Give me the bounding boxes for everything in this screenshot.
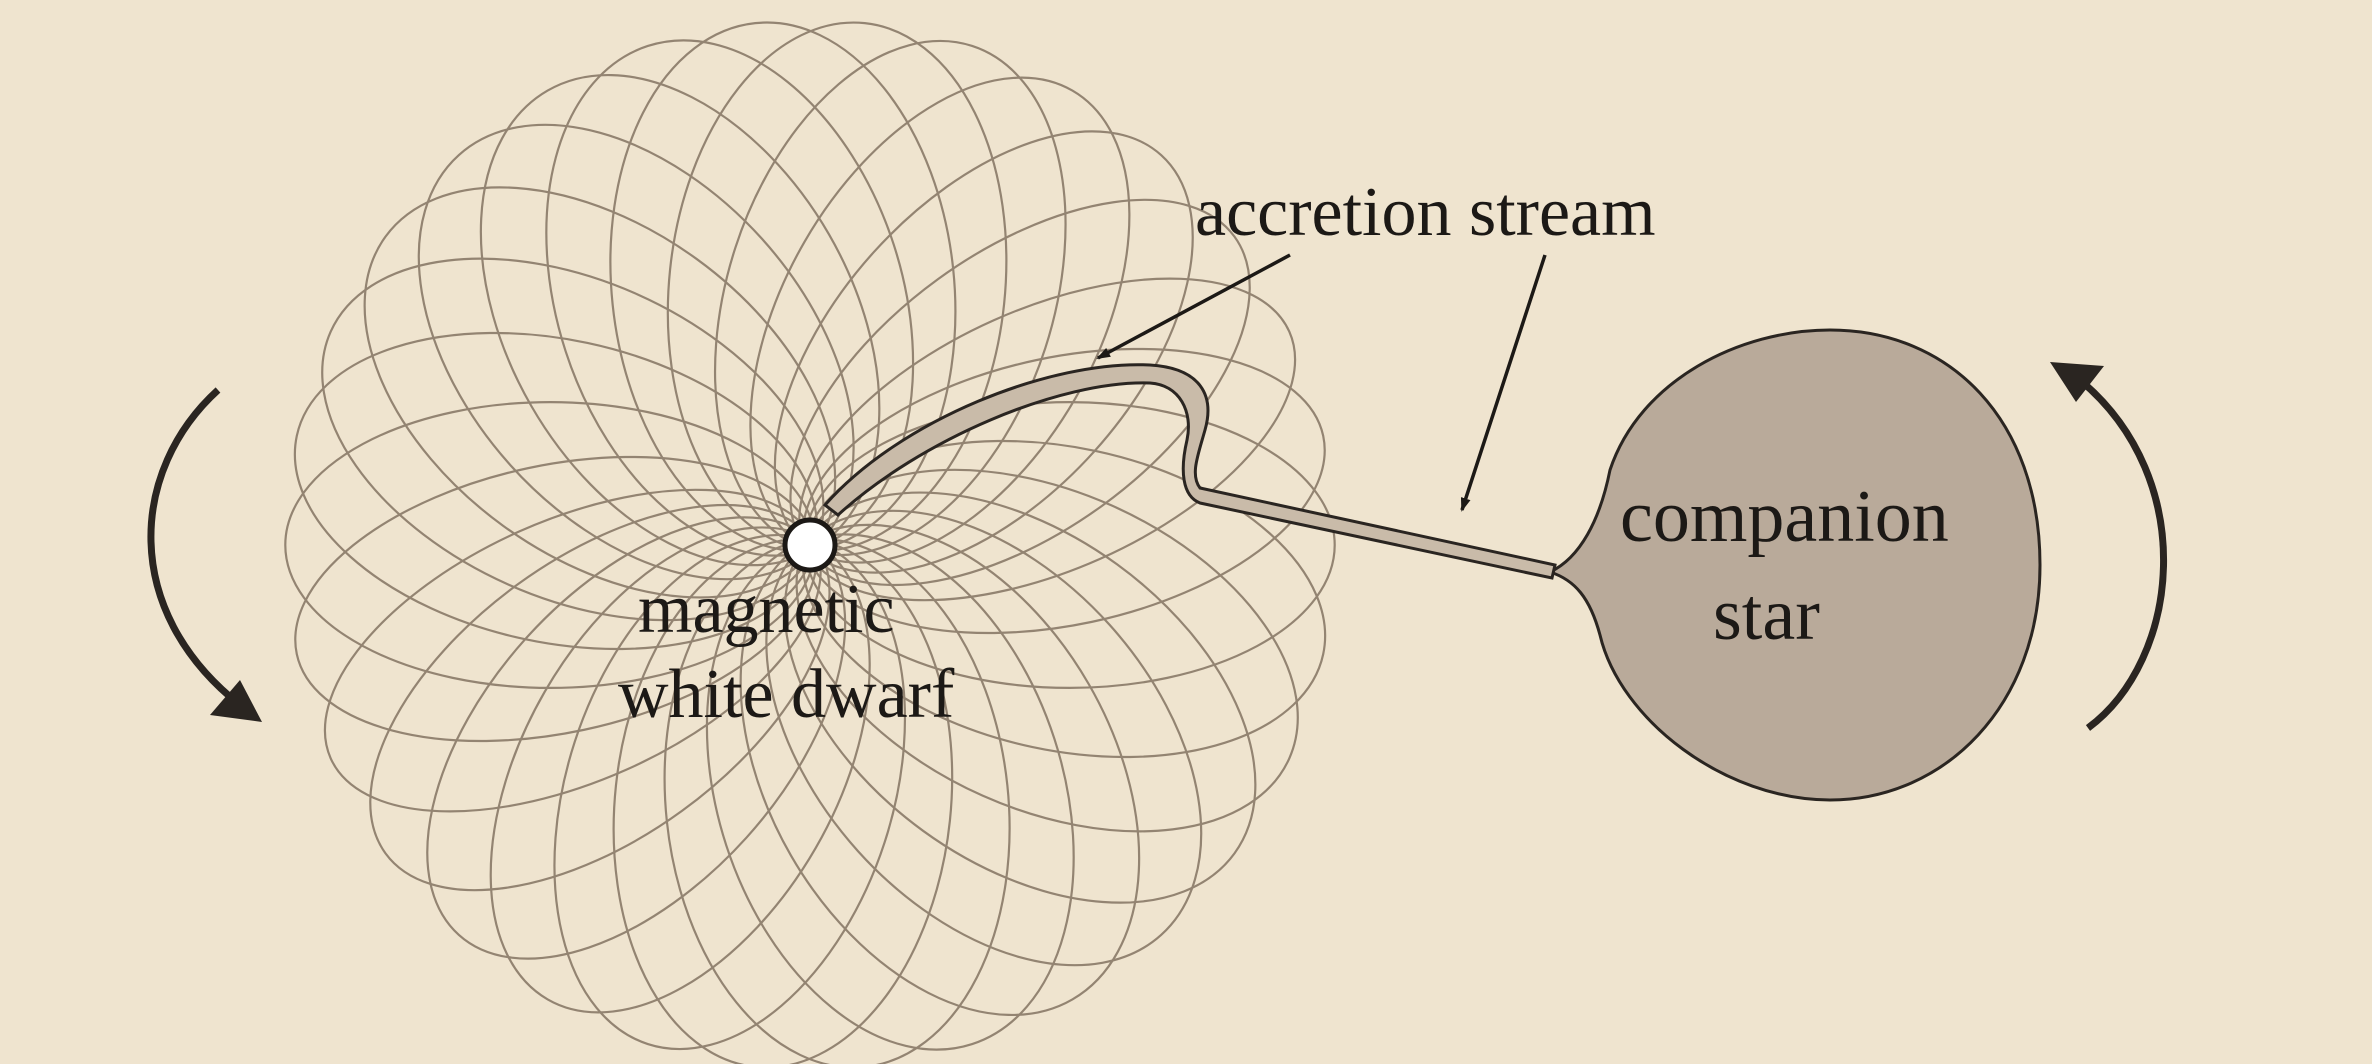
- rotation-arrow-left: [151, 390, 240, 705]
- accretion-label-arrow-right: [1462, 255, 1545, 510]
- white-dwarf-label-line2: white dwarf: [618, 660, 954, 730]
- accretion-label-arrow-left: [1098, 255, 1290, 358]
- field-line-loop: [642, 6, 1031, 568]
- field-line-loop: [484, 0, 976, 603]
- field-line-loop: [741, 398, 1354, 904]
- field-line-loop: [399, 5, 962, 636]
- rotation-arrow-right: [2080, 380, 2164, 728]
- field-line-loop: [672, 12, 1208, 627]
- white-dwarf: [785, 520, 835, 570]
- companion-star-label-line2: star: [1713, 578, 1820, 652]
- accretion-stream-label: accretion stream: [1195, 178, 1656, 248]
- companion-star-label-line1: companion: [1620, 480, 1949, 554]
- companion-star: [1550, 330, 2040, 800]
- white-dwarf-label-line1: magnetic: [638, 575, 895, 645]
